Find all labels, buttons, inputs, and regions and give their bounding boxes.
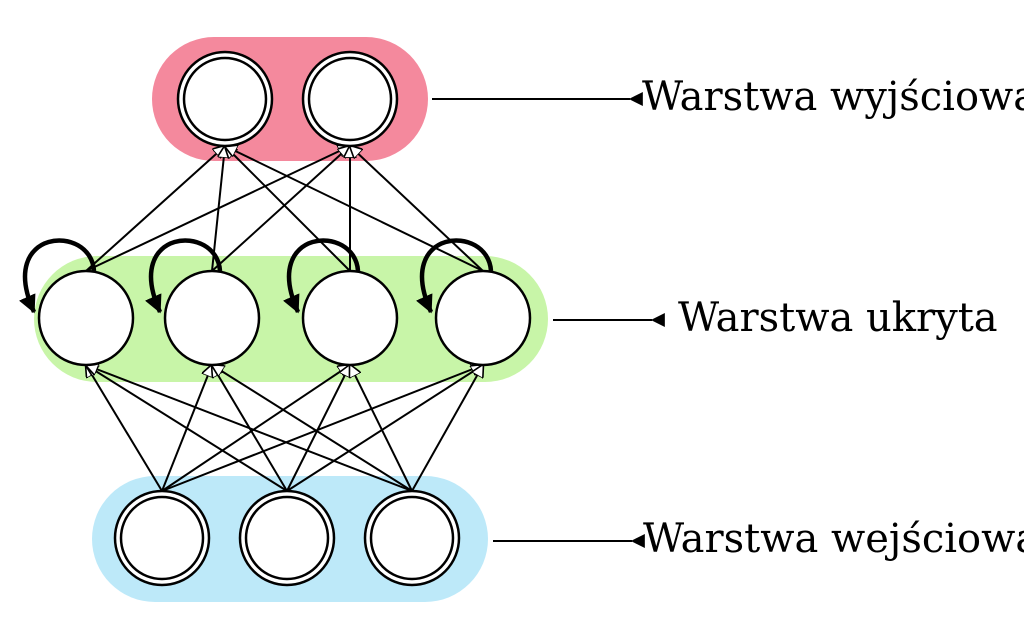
edge-hidden-3-output-1	[350, 146, 484, 272]
self-loop-2	[283, 238, 361, 314]
edge-input-0-hidden-3	[161, 365, 483, 492]
edge-input-1-hidden-2	[286, 365, 350, 492]
hidden-node-0	[37, 269, 135, 367]
edge-hidden-0-output-0	[85, 146, 225, 272]
edge-input-0-hidden-0	[86, 365, 163, 492]
edge-input-2-hidden-3	[411, 365, 483, 492]
edge-hidden-2-output-0	[225, 146, 351, 272]
input-node-1	[238, 489, 336, 587]
connections	[85, 146, 484, 492]
output-layer-label: Warstwa wyjściowa	[642, 74, 1024, 120]
input-node-0	[113, 489, 211, 587]
edge-input-0-hidden-2	[161, 365, 350, 492]
edge-hidden-1-output-1	[211, 146, 350, 272]
self-loop-0	[19, 238, 97, 314]
nodes	[37, 50, 532, 587]
edge-input-1-hidden-0	[86, 365, 288, 492]
edge-hidden-1-output-0	[211, 146, 225, 272]
edge-input-2-hidden-0	[86, 365, 413, 492]
edge-input-1-hidden-3	[286, 365, 483, 492]
edge-input-2-hidden-1	[212, 365, 413, 492]
output-node-0	[176, 50, 274, 148]
hidden-node-3	[434, 269, 532, 367]
self-loop-1	[145, 238, 223, 314]
hidden-node-1	[163, 269, 261, 367]
hidden-layer-label: Warstwa ukryta	[678, 295, 998, 341]
hidden-node-2	[301, 269, 399, 367]
input-layer-label: Warstwa wejściowa	[643, 516, 1024, 562]
hidden-layer-background	[34, 256, 548, 382]
self-loops	[19, 238, 494, 314]
output-node-1	[301, 50, 399, 148]
edge-hidden-3-output-0	[225, 146, 484, 272]
edge-input-2-hidden-2	[350, 365, 413, 492]
self-loop-3	[416, 238, 494, 314]
input-node-2	[363, 489, 461, 587]
